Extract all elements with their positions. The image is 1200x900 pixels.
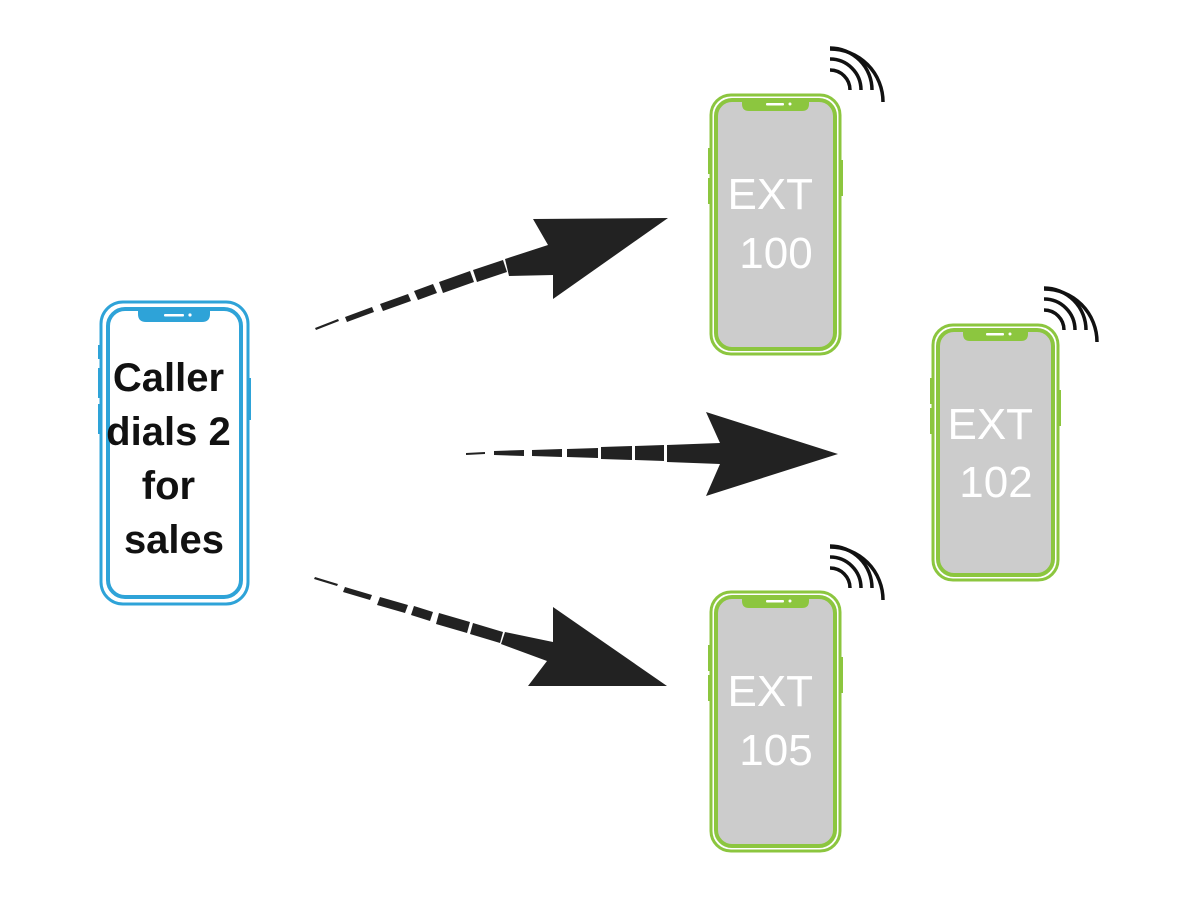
phone-speaker: [986, 333, 1004, 336]
arrow-segment: [473, 260, 507, 282]
phone-button: [708, 675, 711, 701]
arrow-segment: [380, 294, 411, 311]
phone-button: [840, 160, 843, 196]
extension-label-line: EXT: [727, 667, 812, 716]
extension-label: EXT 100: [727, 170, 824, 278]
arrow-segment: [411, 606, 433, 621]
arrow-segment: [436, 613, 470, 633]
phone-button: [1058, 390, 1061, 426]
extension-phone-100: EXT 100: [708, 46, 885, 356]
arrow-segment: [635, 445, 664, 461]
caller-text-line: for: [142, 464, 195, 508]
extension-label-line: EXT: [947, 400, 1032, 449]
phone-screen: [714, 98, 837, 351]
dashed-arrow-icon: [314, 218, 838, 686]
extension-phone-105: EXT 105: [708, 544, 885, 853]
caller-text-line: sales: [124, 518, 224, 562]
ringing-waves-icon: [829, 544, 885, 601]
phone-camera: [1008, 332, 1012, 336]
phone-button: [708, 645, 711, 671]
arrow-segment: [601, 446, 632, 460]
caller-text-line: dials 2: [106, 410, 231, 454]
extension-label: EXT 102: [947, 400, 1044, 507]
arrow-head: [501, 607, 667, 686]
caller-phone-speaker: [164, 314, 184, 317]
phone-button: [930, 378, 933, 404]
phone-screen: [936, 328, 1055, 577]
arrow-segment: [439, 271, 474, 293]
arrow-segment: [494, 450, 524, 456]
caller-phone-button: [248, 378, 251, 420]
extension-label-line: EXT: [727, 170, 812, 219]
arrow-segment: [414, 284, 437, 300]
caller-phone-button: [98, 345, 101, 359]
arrow-segment: [470, 623, 503, 643]
extension-label-line: 102: [959, 458, 1032, 507]
extension-label-line: 100: [739, 229, 812, 278]
arrow-segment: [532, 449, 562, 457]
phone-camera: [788, 102, 792, 106]
arrow-head: [667, 412, 838, 496]
phone-button: [930, 408, 933, 434]
caller-phone: Caller dials 2 for sales: [98, 300, 251, 606]
phone-speaker: [766, 103, 784, 106]
arrow-head: [505, 218, 668, 299]
phone-button: [708, 178, 711, 204]
phone-button: [840, 657, 843, 693]
arrow-segment: [466, 452, 485, 455]
ringing-waves-icon: [1043, 286, 1099, 343]
ringing-waves-icon: [829, 46, 885, 103]
extension-label-line: 105: [739, 726, 812, 775]
phone-camera: [788, 599, 792, 603]
caller-phone-button: [98, 404, 101, 434]
arrow-segment: [567, 448, 598, 458]
arrow-segment: [377, 597, 408, 613]
phone-speaker: [766, 600, 784, 603]
arrow-segment: [343, 587, 372, 600]
caller-text: Caller dials 2 for sales: [106, 356, 242, 562]
caller-phone-camera: [188, 313, 192, 317]
extension-phone-102: EXT 102: [930, 286, 1099, 582]
arrow-segment: [315, 319, 339, 330]
caller-phone-button: [98, 368, 101, 398]
arrow-segment: [345, 307, 374, 322]
phone-button: [708, 148, 711, 174]
extension-label: EXT 105: [727, 667, 824, 775]
arrow-segment: [314, 577, 338, 586]
phone-screen: [714, 595, 837, 848]
caller-text-line: Caller: [113, 356, 224, 400]
